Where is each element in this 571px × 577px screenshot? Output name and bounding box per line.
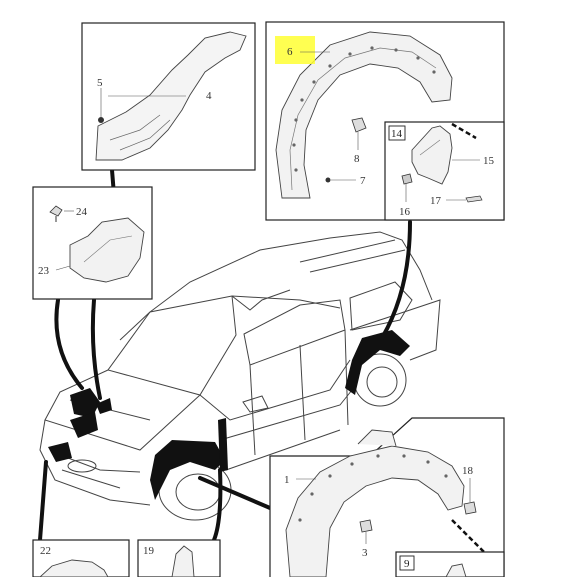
callout-7: 7 bbox=[360, 175, 366, 187]
callout-5: 5 bbox=[97, 77, 103, 89]
car-illustration bbox=[39, 231, 441, 521]
callout-15: 15 bbox=[483, 155, 495, 167]
callout-19: 19 bbox=[143, 545, 155, 557]
callout-24: 24 bbox=[76, 206, 88, 218]
highlighted-car-parts bbox=[48, 330, 410, 500]
callout-14: 14 bbox=[391, 128, 403, 140]
callout-9: 9 bbox=[404, 558, 410, 570]
panel-bottom-right: 1 18 3 bbox=[269, 417, 505, 577]
callout-23: 23 bbox=[38, 265, 50, 277]
panel-mudflap: 14 15 16 17 bbox=[384, 121, 505, 221]
callout-1: 1 bbox=[284, 474, 290, 486]
panel-left: 24 23 bbox=[32, 186, 153, 300]
callout-3: 3 bbox=[362, 547, 368, 559]
panel-bottom-right-small: 9 bbox=[395, 551, 505, 577]
callout-18: 18 bbox=[462, 465, 474, 477]
callout-8: 8 bbox=[354, 153, 360, 165]
panel-top-center: 5 4 bbox=[81, 22, 256, 171]
callout-4: 4 bbox=[206, 90, 212, 102]
callout-17: 17 bbox=[430, 195, 442, 207]
callout-6: 6 bbox=[287, 46, 293, 58]
callout-16: 16 bbox=[399, 206, 411, 218]
panel-bottom-left-a: 22 bbox=[32, 539, 130, 577]
callout-22: 22 bbox=[40, 545, 51, 557]
panel-bottom-left-b: 19 bbox=[137, 539, 221, 577]
